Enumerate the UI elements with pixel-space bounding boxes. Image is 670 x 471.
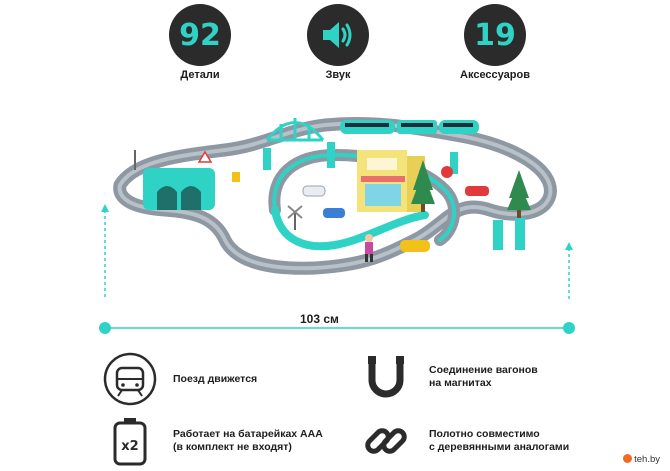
feature-train-text: Поезд движется xyxy=(173,372,258,385)
figure-person xyxy=(365,234,373,262)
battery-x2-icon: x2 xyxy=(101,412,159,470)
train-icon xyxy=(101,350,159,408)
magnet-icon xyxy=(357,348,415,406)
car-white xyxy=(302,185,326,197)
stat-accessories: 19 Аксессуаров xyxy=(440,4,550,81)
tunnel xyxy=(143,168,215,210)
train-set-illustration xyxy=(99,116,575,334)
stat-details-circle: 92 xyxy=(169,4,231,66)
stat-sound: Звук xyxy=(303,4,373,81)
car-blue xyxy=(323,208,345,218)
stat-accessories-label: Аксессуаров xyxy=(460,69,530,81)
feature-wooden-compatible: Полотно совместимо с деревянными аналога… xyxy=(357,412,569,470)
track-supports xyxy=(263,142,525,250)
trees xyxy=(411,160,531,218)
bridge xyxy=(265,118,325,142)
feature-compat-line1: Полотно совместимо xyxy=(429,428,540,440)
feature-magnet-coupling: Соединение вагонов на магнитах xyxy=(357,348,538,406)
dimension-label: 103 см xyxy=(300,312,339,326)
road-signs xyxy=(134,150,453,230)
feature-magnet-line1: Соединение вагонов xyxy=(429,364,538,376)
feature-battery: x2 Работает на батарейках ААА (в комплек… xyxy=(101,412,323,470)
watermark: teh.by xyxy=(620,453,663,466)
car-red xyxy=(465,186,489,196)
stat-sound-label: Звук xyxy=(325,69,351,81)
stat-details-label: Детали xyxy=(180,69,220,81)
watermark-logo-icon xyxy=(623,454,633,463)
feature-train-moves: Поезд движется xyxy=(101,350,257,408)
dimension-right-dot xyxy=(563,322,575,334)
car-yellow xyxy=(400,240,430,252)
battery-badge: x2 xyxy=(121,439,138,454)
train xyxy=(340,120,479,134)
speaker-icon xyxy=(307,4,369,66)
stat-details: 92 Детали xyxy=(165,4,235,81)
feature-magnet-line2: на магнитах xyxy=(429,377,492,389)
feature-battery-line1: Работает на батарейках ААА xyxy=(173,428,323,440)
dimension-left-dot xyxy=(99,322,111,334)
watermark-text: teh.by xyxy=(634,454,660,465)
dimension-guides xyxy=(104,210,570,329)
stat-accessories-circle: 19 xyxy=(464,4,526,66)
feature-compat-line2: с деревянными аналогами xyxy=(429,441,570,453)
feature-battery-line2: (в комплект не входят) xyxy=(173,441,292,453)
chain-link-icon xyxy=(357,412,415,470)
